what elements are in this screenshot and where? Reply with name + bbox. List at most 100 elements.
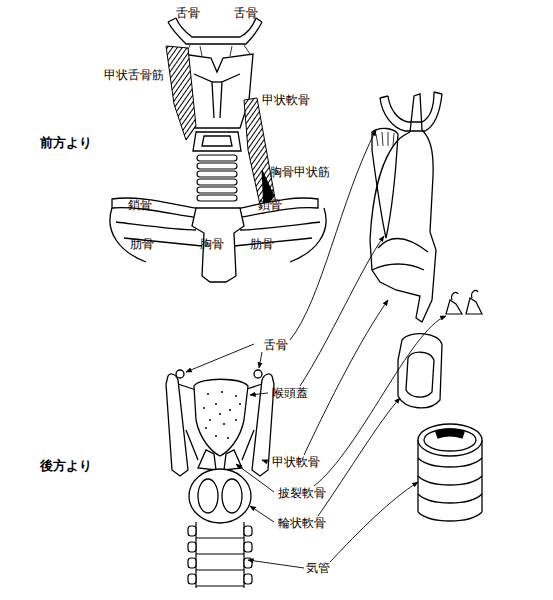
- trachea-front: [197, 187, 237, 193]
- cricoid-cartilage-back: [189, 469, 251, 523]
- hyoid-bone-front: [168, 22, 262, 44]
- thyroid-cartilage-back: [252, 374, 274, 476]
- cricoid-cartilage-front: [193, 132, 241, 151]
- view-heading: 後方より: [40, 459, 92, 473]
- epiglottis-back: [205, 427, 207, 429]
- part-label: 肋骨: [130, 237, 154, 251]
- trachea-front: [197, 155, 237, 201]
- thyrohyoid-membrane: [186, 45, 250, 56]
- trachea-back: [188, 542, 196, 552]
- rib: [110, 208, 146, 262]
- rib: [110, 208, 326, 262]
- rib: [116, 222, 196, 230]
- leader-arrow: [314, 316, 446, 486]
- leader-arrow: [248, 560, 304, 568]
- epiglottis-back: [203, 407, 205, 409]
- epiglottis-back: [223, 423, 225, 425]
- thyroid-cartilage-part: [410, 94, 422, 132]
- part-label: 甲状舌骨筋: [104, 68, 164, 82]
- clavicle: [112, 198, 200, 218]
- leader-arrow: [236, 464, 274, 492]
- trachea-part: [418, 494, 482, 503]
- hyoid-bone-part: [380, 92, 442, 98]
- sternum: [192, 208, 244, 282]
- trachea-front: [197, 155, 237, 161]
- arytenoid-cartilage-part: [446, 290, 482, 314]
- epiglottis-back: [221, 391, 223, 393]
- epiglottis-back: [203, 391, 241, 439]
- trachea-back: [244, 542, 252, 552]
- cricoid-cartilage-back: [222, 479, 242, 513]
- view-heading: 前方より: [40, 136, 92, 150]
- cricoid-cartilage-back: [189, 469, 251, 523]
- trachea-back: [188, 558, 196, 568]
- hyoid-bone-front: [176, 18, 256, 37]
- arytenoid-cartilage-back: [198, 450, 216, 470]
- part-label: 輪状軟骨: [278, 516, 326, 530]
- arytenoid-cartilage-part: [466, 298, 482, 314]
- leader-arrow: [318, 398, 400, 516]
- thyroid-cartilage-back: [166, 374, 274, 476]
- part-label: 甲状軟骨: [272, 455, 320, 469]
- cricoid-cartilage-front: [202, 136, 232, 146]
- thyroid-cartilage-part: [370, 130, 436, 322]
- epiglottis-back: [194, 379, 248, 456]
- leader-arrow: [250, 506, 274, 522]
- trachea-part: [424, 429, 476, 451]
- leader-arrow: [186, 344, 254, 372]
- sternothyroid-muscle: [244, 98, 276, 214]
- epiglottis-back: [215, 435, 217, 437]
- trachea-part: [436, 429, 464, 438]
- epiglottis-back: [219, 413, 221, 415]
- hyoid-bone-part: [380, 92, 442, 131]
- trachea-back: [188, 522, 252, 588]
- cricoid-cartilage-part: [406, 352, 434, 397]
- trachea-front: [197, 171, 237, 177]
- trachea-back: [244, 574, 252, 584]
- part-label: 舌骨: [176, 6, 200, 20]
- epiglottis-back: [239, 403, 241, 405]
- part-label: 鎖骨: [258, 198, 282, 212]
- rib: [240, 222, 320, 230]
- trachea-back: [244, 558, 252, 568]
- trachea-back: [196, 538, 244, 586]
- hyoid-horn-back: [254, 370, 262, 378]
- hyoid-horn-back: [176, 370, 184, 378]
- cricoid-cartilage-back: [198, 479, 218, 513]
- thyroid-cartilage-front: [194, 74, 240, 118]
- epiglottis-back: [209, 419, 211, 421]
- leader-arrow: [250, 393, 268, 395]
- epiglottis-back: [207, 393, 209, 395]
- thyroid-cartilage-part: [378, 238, 428, 252]
- leader-arrow: [186, 130, 446, 568]
- epiglottis-back: [194, 379, 248, 456]
- thyroid-cartilage-front: [212, 81, 222, 82]
- epiglottis-back: [235, 419, 237, 421]
- part-label: 舌骨: [234, 6, 258, 20]
- rib: [290, 208, 326, 262]
- trachea-back: [196, 522, 244, 588]
- thyrohyoid-muscle: [166, 46, 196, 140]
- clavicle: [236, 198, 318, 218]
- cricoid-cartilage-part: [398, 334, 442, 408]
- cricoid-cartilage-front: [193, 132, 241, 151]
- trachea-part: [418, 512, 482, 521]
- cricoid-cartilage-part: [398, 334, 442, 408]
- trachea-front: [197, 163, 237, 169]
- trachea-part: [418, 424, 482, 521]
- part-label: 披裂軟骨: [278, 486, 326, 500]
- trachea-front: [197, 179, 237, 185]
- arytenoid-cartilage-back: [224, 450, 242, 470]
- thyroid-cartilage-part: [370, 94, 436, 322]
- epiglottis-back: [227, 437, 229, 439]
- arytenoid-cartilage-part: [446, 300, 462, 314]
- epiglottis-part: [376, 132, 394, 146]
- thyrohyoid-muscle: [166, 46, 196, 140]
- epiglottis-back: [235, 395, 237, 397]
- part-label: 舌骨: [264, 338, 288, 352]
- part-label: 気管: [306, 561, 330, 575]
- thyroid-cartilage-part: [372, 264, 424, 270]
- leader-arrow: [262, 460, 268, 462]
